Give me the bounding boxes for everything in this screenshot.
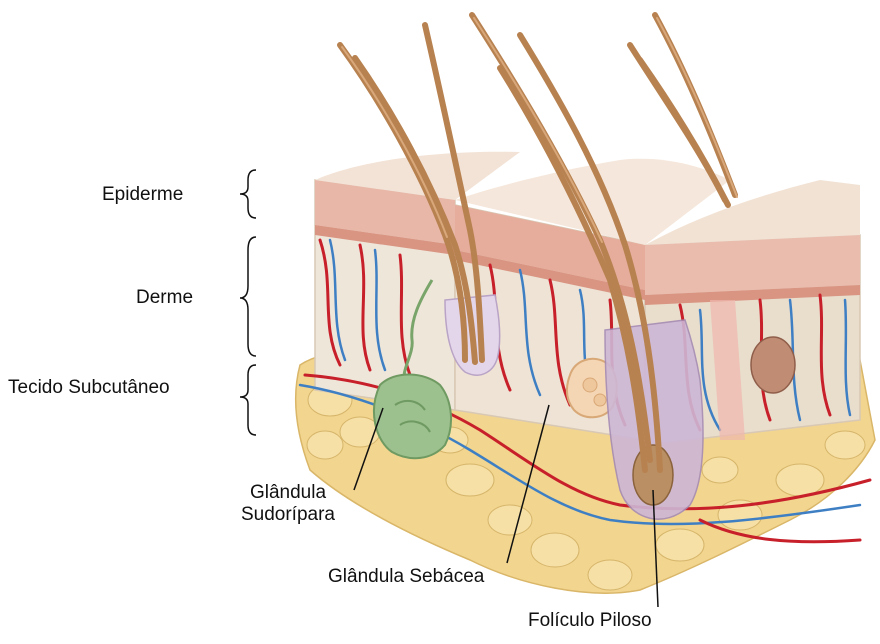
label-glandula-sudoripara-line1: Glândula (228, 482, 348, 504)
label-derme: Derme (136, 287, 193, 309)
subcutaneo-brace (240, 365, 256, 435)
derme-brace (240, 237, 256, 356)
label-glandula-sudoripara: Glândula Sudorípara (228, 482, 348, 526)
label-foliculo-piloso: Folículo Piloso (528, 610, 652, 632)
label-glandula-sudoripara-line2: Sudorípara (228, 504, 348, 526)
epiderme-brace (240, 170, 256, 218)
label-epiderme: Epiderme (102, 184, 183, 206)
label-glandula-sebacea: Glândula Sebácea (328, 566, 484, 588)
label-tecido-subcutaneo: Tecido Subcutâneo (8, 377, 170, 399)
